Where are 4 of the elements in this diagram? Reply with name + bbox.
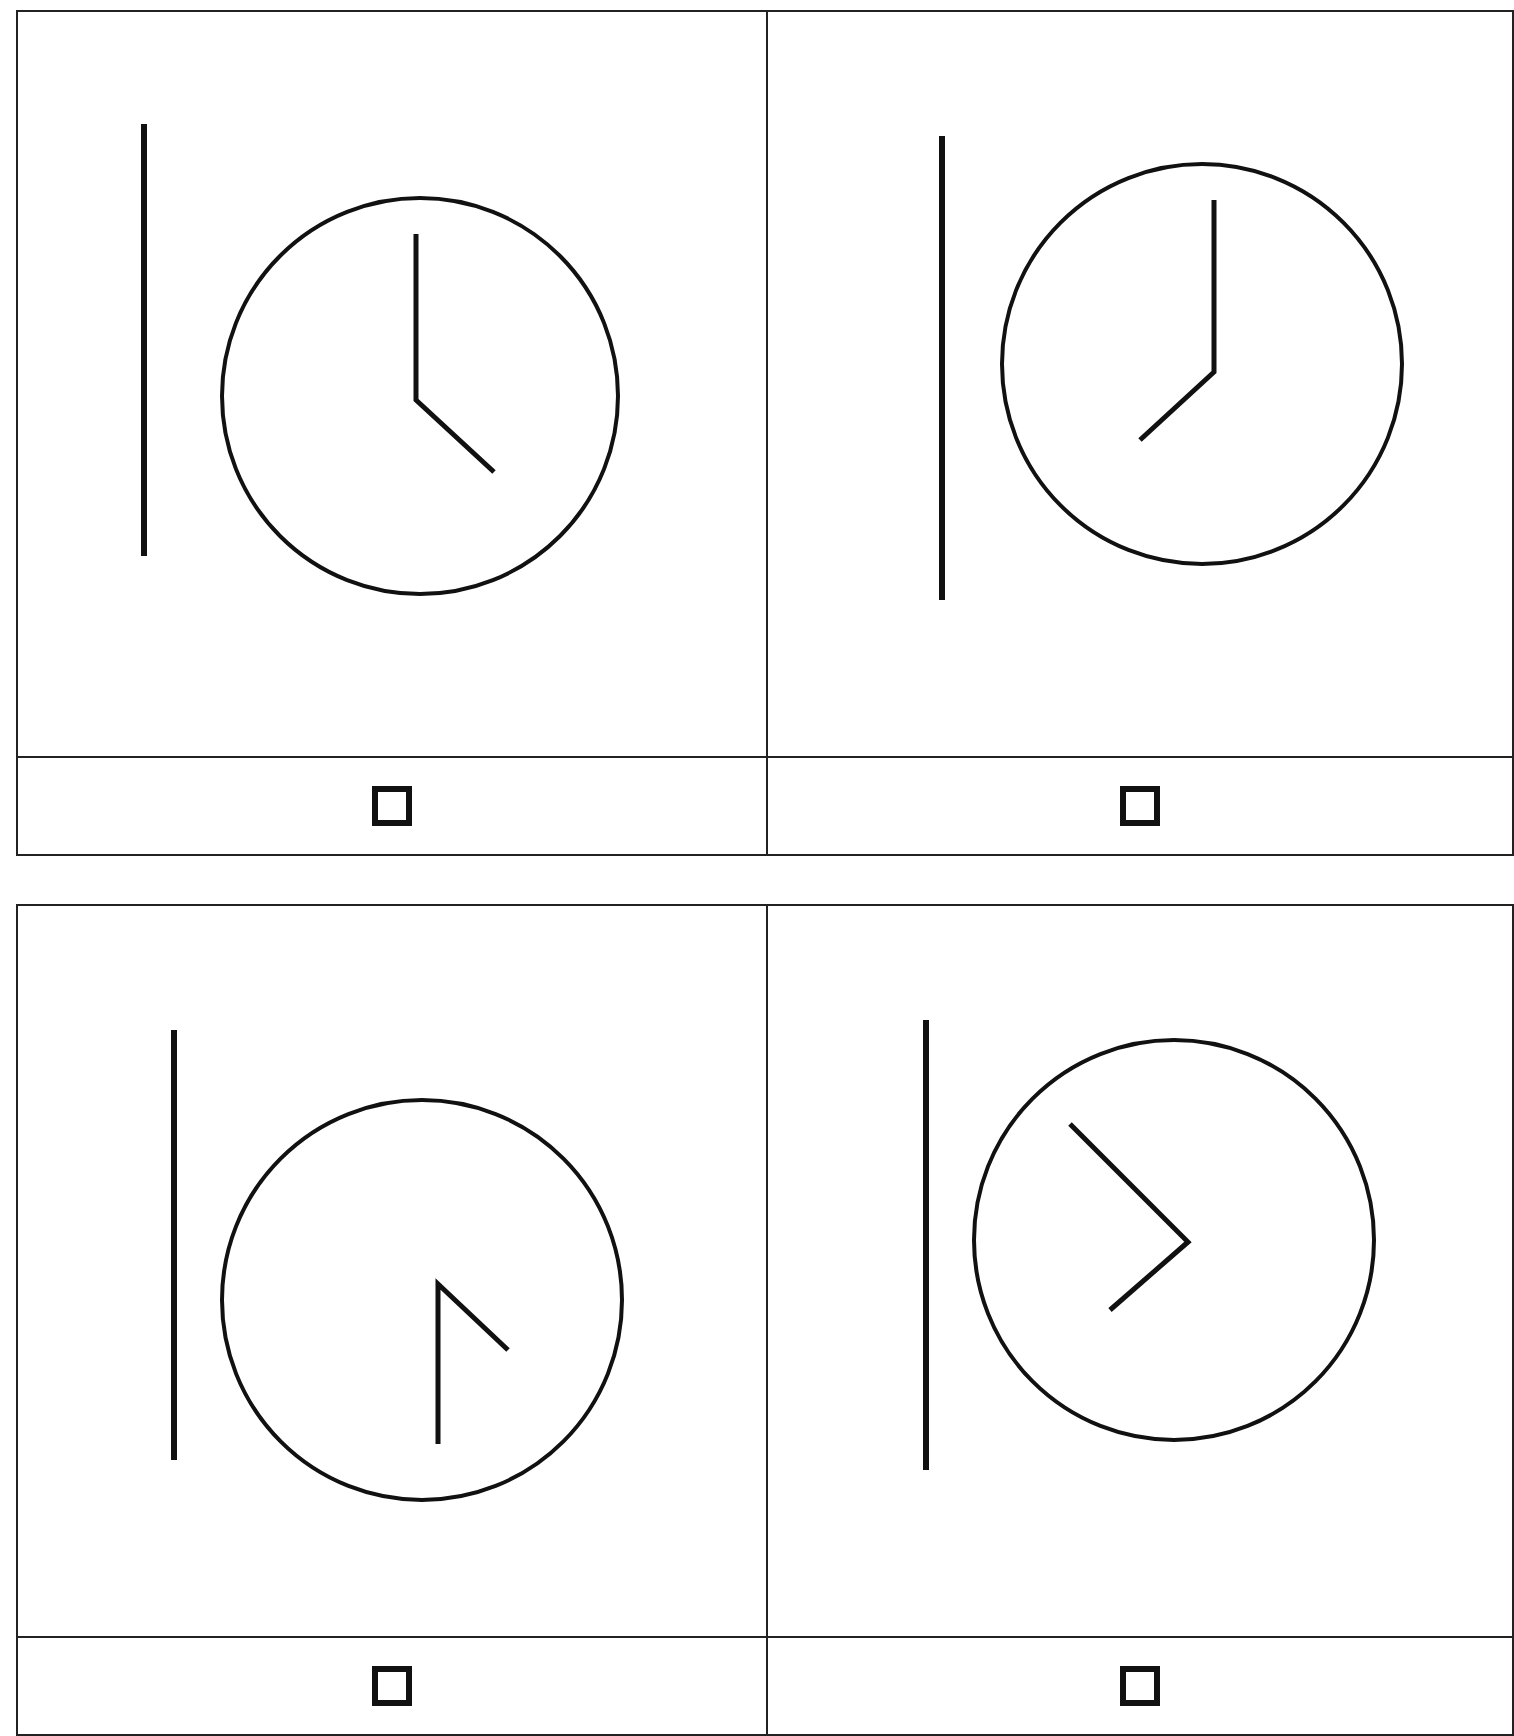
clock-drawing xyxy=(920,1016,1378,1474)
clock-drawing xyxy=(936,132,1406,604)
clock-drawing xyxy=(138,120,622,598)
clock-drawing xyxy=(168,1026,626,1504)
